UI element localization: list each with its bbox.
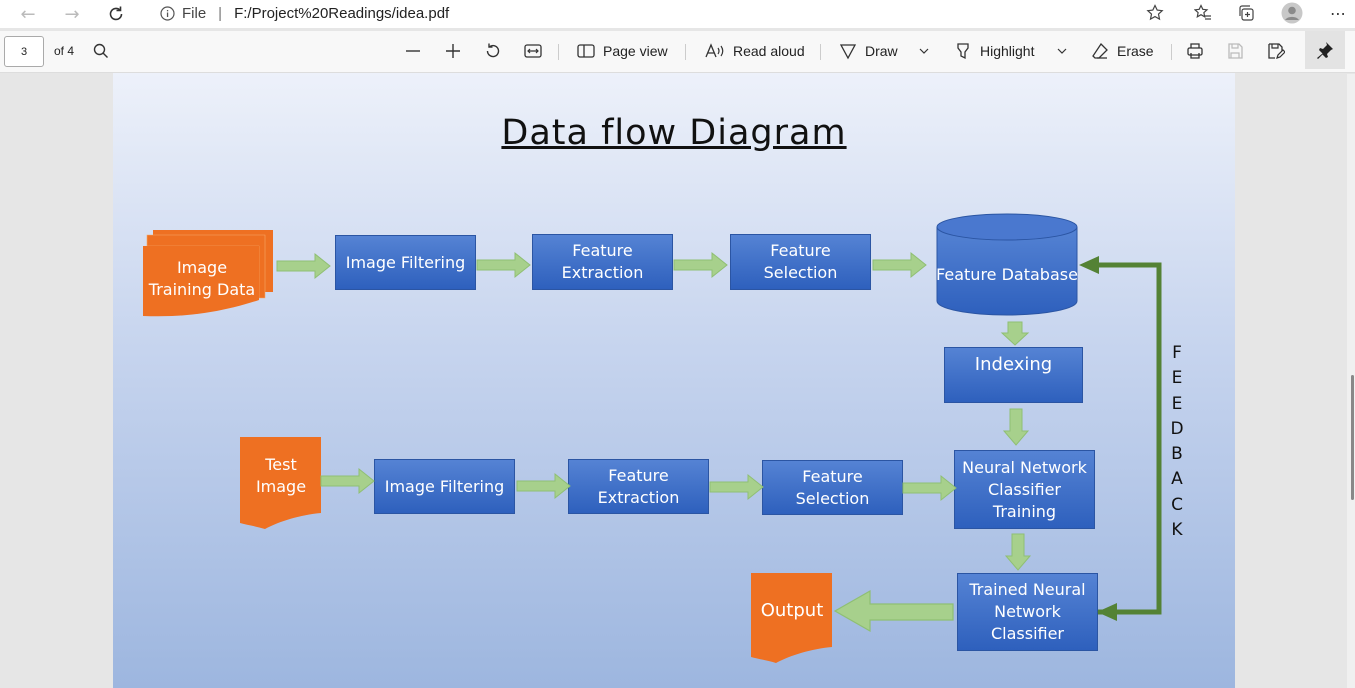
address-url[interactable]: F:/Project%20Readings/idea.pdf <box>234 4 450 22</box>
save-as-icon[interactable] <box>1267 36 1285 66</box>
page-view-label: Page view <box>603 43 668 59</box>
arrow-down <box>1003 408 1029 446</box>
more-icon[interactable]: ⋯ <box>1330 3 1346 23</box>
arrow-right <box>872 252 927 278</box>
search-icon[interactable] <box>93 36 109 66</box>
feature-database-label: Feature Database <box>936 265 1078 284</box>
eraser-icon <box>1092 42 1108 59</box>
zoom-out-icon[interactable] <box>405 36 421 66</box>
arrow-right <box>516 473 571 499</box>
arrow-right <box>902 475 957 501</box>
erase-label: Erase <box>1117 43 1154 59</box>
pdf-toolbar: 3 of 4 Page view Read aloud Draw Highlig… <box>0 31 1355 73</box>
forward-icon[interactable]: → <box>64 3 80 25</box>
feedback-arrowhead-bottom <box>1097 603 1117 621</box>
draw-icon <box>839 44 857 60</box>
address-prefix: File <box>182 4 207 22</box>
neural-network-classifier-training-box: Neural Network Classifier Training <box>954 450 1095 529</box>
arrow-right <box>673 252 728 278</box>
output-shape: Output <box>751 573 833 665</box>
zoom-in-icon[interactable] <box>445 36 461 66</box>
favorites-icon[interactable] <box>1188 0 1218 26</box>
indexing-box: Indexing <box>944 347 1083 403</box>
feedback-arrowhead-top <box>1079 256 1099 274</box>
collections-icon[interactable] <box>1231 0 1261 26</box>
feature-database-cylinder: Feature Database <box>936 213 1078 317</box>
highlight-button[interactable]: Highlight <box>954 36 1034 66</box>
page-number-input[interactable]: 3 <box>4 36 44 67</box>
image-filtering-box-1: Image Filtering <box>335 235 476 290</box>
erase-button[interactable]: Erase <box>1091 36 1154 66</box>
page-count: of 4 <box>54 44 75 58</box>
toolbar-divider <box>1171 44 1172 60</box>
arrow-down <box>1000 321 1030 346</box>
arrow-down <box>1005 533 1031 571</box>
arrow-right <box>320 468 375 494</box>
browser-toolbar: ← → File | F:/Project%20Readings/idea.pd… <box>0 0 1355 28</box>
pin-toolbar-icon[interactable] <box>1305 31 1345 69</box>
feedback-label: FEEDBACK <box>1170 343 1184 541</box>
page-view-icon <box>577 44 595 58</box>
draw-button[interactable]: Draw <box>839 36 898 66</box>
toolbar-divider <box>820 44 821 60</box>
feedback-loop-line <box>1097 262 1162 615</box>
feature-extraction-box-2: Feature Extraction <box>568 459 709 514</box>
read-aloud-label: Read aloud <box>733 43 805 59</box>
rotate-icon[interactable] <box>484 36 502 66</box>
feature-selection-box-1: Feature Selection <box>730 234 871 290</box>
test-image-label: Test Image <box>255 455 307 496</box>
arrow-right <box>276 253 331 279</box>
highlight-dropdown-chevron-icon[interactable] <box>1057 36 1067 66</box>
toolbar-divider <box>558 44 559 60</box>
feature-extraction-box-1: Feature Extraction <box>532 234 673 290</box>
info-icon[interactable] <box>158 4 176 22</box>
favorite-add-icon[interactable] <box>1140 0 1170 26</box>
diagram-arrows <box>276 252 1162 633</box>
read-aloud-button[interactable]: Read aloud <box>705 36 805 66</box>
draw-dropdown-chevron-icon[interactable] <box>919 36 929 66</box>
reload-icon[interactable] <box>98 0 134 28</box>
back-icon[interactable]: ← <box>20 3 36 25</box>
address-separator: | <box>218 4 223 22</box>
draw-label: Draw <box>865 43 898 59</box>
trained-neural-network-classifier-box: Trained Neural Network Classifier <box>957 573 1098 651</box>
address-bar[interactable]: File | F:/Project%20Readings/idea.pdf <box>146 0 1174 26</box>
diagram-title: Data flow Diagram <box>501 113 847 153</box>
toolbar-divider <box>685 44 686 60</box>
image-training-data-shape: Image Training Data <box>141 228 273 320</box>
image-filtering-box-2: Image Filtering <box>374 459 515 514</box>
profile-icon[interactable] <box>1277 0 1307 26</box>
image-training-data-label: Image Training Data <box>148 258 256 299</box>
page-view-button[interactable]: Page view <box>577 36 668 66</box>
read-aloud-icon <box>705 43 724 58</box>
test-image-shape: Test Image <box>240 437 322 531</box>
output-label: Output <box>760 600 824 621</box>
highlight-label: Highlight <box>980 43 1035 59</box>
print-icon[interactable] <box>1186 36 1204 66</box>
scrollbar-thumb[interactable] <box>1351 375 1354 500</box>
pdf-page: Data flow Diagram Image Training Data Im… <box>113 73 1235 688</box>
highlight-icon <box>957 43 969 60</box>
arrow-right <box>709 474 764 500</box>
fit-width-icon[interactable] <box>524 36 542 66</box>
save-icon[interactable] <box>1227 36 1243 66</box>
arrow-left <box>833 589 954 633</box>
arrow-right <box>476 252 531 278</box>
